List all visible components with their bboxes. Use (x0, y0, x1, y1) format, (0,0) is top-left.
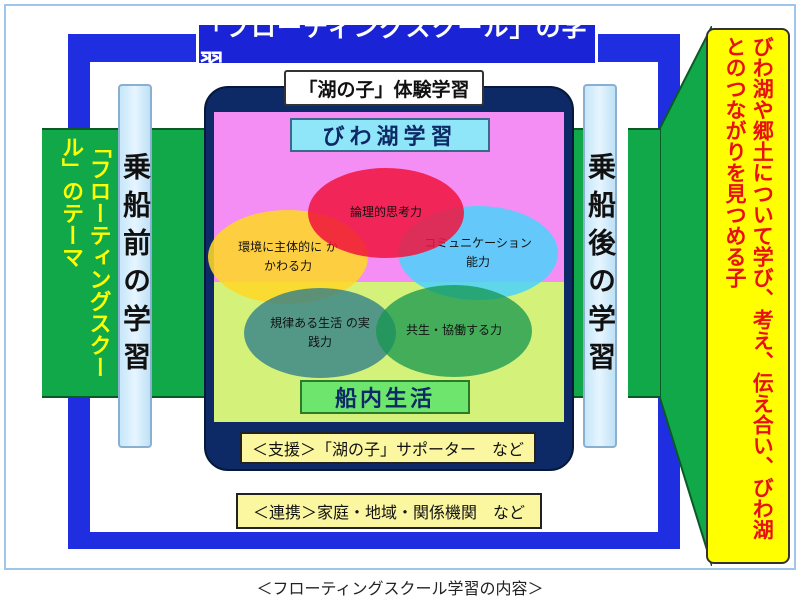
oval-logical-thinking: 論理的思考力 (308, 168, 464, 258)
diagram-title: 「フローティングスクール」の学習 (196, 13, 598, 78)
pillar-before-boarding: 乗船前の学習 (118, 84, 152, 448)
cooperation-box: ＜連携＞家庭・地域・関係機関 など (236, 493, 542, 529)
support-box: ＜支援＞「湖の子」サポーター など (240, 432, 536, 464)
biwako-label: びわ湖学習 (290, 118, 490, 152)
green-trapezoid (660, 26, 712, 566)
green-band-left (42, 128, 120, 398)
pillar-after-boarding: 乗船後の学習 (583, 84, 617, 448)
oval-disciplined-life: 規律ある生活 の実践力 (244, 288, 396, 378)
experience-label: 「湖の子」体験学習 (284, 70, 484, 106)
theme-label: 「フローティングスクール」のテーマ (58, 136, 111, 378)
figure-caption: ＜フローティングスクール学習の内容＞ (256, 579, 544, 598)
green-band-mid-left (150, 128, 210, 398)
goal-bar (706, 28, 790, 564)
oval-cooperation: 共生・協働する力 (376, 285, 532, 377)
goal-text: びわ湖や郷土について学び、考え、伝え合い、びわ湖とのつながりを見つめる子 (723, 36, 775, 540)
shipboard-label: 船内生活 (300, 380, 470, 414)
outer-frame (4, 4, 796, 570)
